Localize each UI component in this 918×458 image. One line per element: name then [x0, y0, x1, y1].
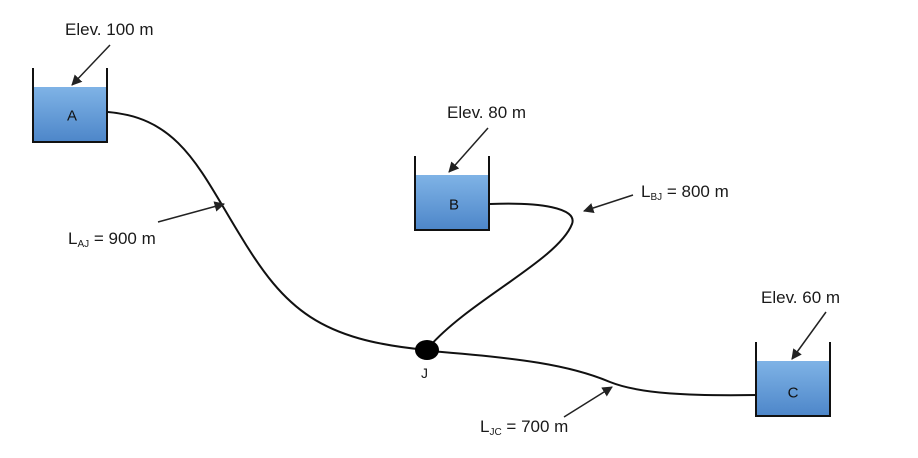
pipe-aj-subscript: AJ [77, 239, 90, 250]
pipe-bj-subscript: BJ [650, 192, 663, 203]
pipe-bj-symbol: L [641, 182, 651, 201]
reservoir-c [755, 342, 831, 417]
reservoir-b-walls [414, 156, 490, 231]
arrow-l-aj [157, 201, 226, 223]
reservoir-a-letter: A [66, 107, 78, 125]
pipe-length-label-aj: LAJ = 900 m [68, 230, 156, 250]
pipe-bj [428, 202, 574, 348]
elevation-label-c: Elev. 60 m [761, 288, 841, 307]
pipe-bj-value: = 800 m [662, 182, 729, 201]
reservoir-b [414, 156, 490, 231]
elevation-label-b: Elev. 80 m [447, 103, 527, 122]
junction-node [415, 340, 439, 360]
reservoir-c-walls [755, 342, 831, 417]
pipe-jc [428, 350, 758, 397]
pipe-jc-subscript: JC [489, 427, 502, 438]
pipe-aj-symbol: L [68, 229, 78, 248]
pipe-aj [107, 111, 428, 351]
reservoir-a-water [33, 87, 107, 142]
arrow-elev-b [448, 127, 489, 173]
arrow-l-bj [583, 194, 634, 214]
arrow-elev-c [791, 311, 827, 360]
reservoir-b-letter: B [448, 196, 460, 214]
reservoir-a [32, 68, 108, 143]
reservoir-a-walls [32, 68, 108, 143]
reservoir-c-letter: C [787, 384, 799, 402]
junction-label: J [421, 365, 428, 381]
reservoir-c-water [756, 361, 830, 416]
reservoir-b-water [415, 175, 489, 230]
elevation-label-a: Elev. 100 m [65, 20, 154, 39]
pipe-aj-value: = 900 m [89, 229, 156, 248]
pipe-length-label-bj: LBJ = 800 m [641, 183, 729, 203]
arrow-elev-a [71, 44, 111, 86]
arrow-l-jc [563, 386, 613, 418]
pipe-length-label-jc: LJC = 700 m [480, 418, 568, 438]
pipe-jc-symbol: L [480, 417, 490, 436]
pipe-jc-value: = 700 m [501, 417, 569, 436]
